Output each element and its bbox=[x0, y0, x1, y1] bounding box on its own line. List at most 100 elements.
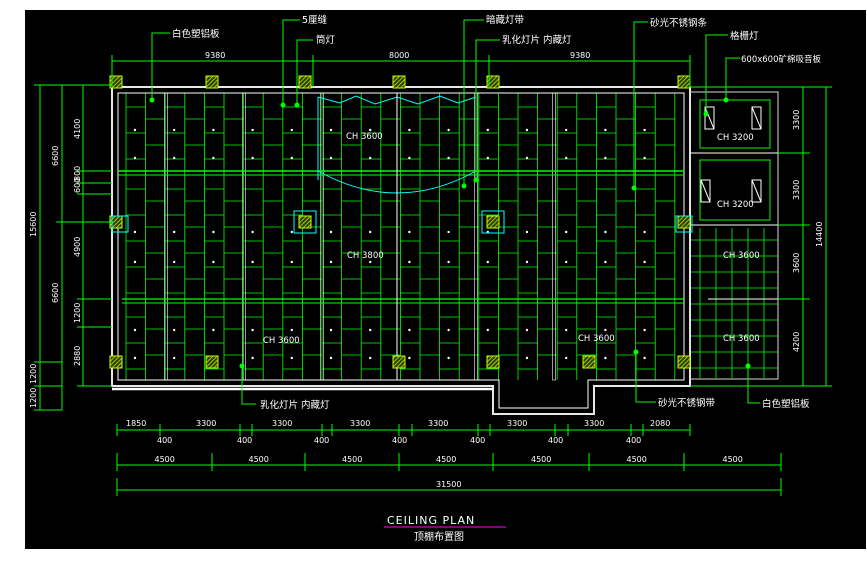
ceiling-height-labels: CH 3600 CH 3800 CH 3600 CH 3600 CH 3200 … bbox=[263, 132, 760, 346]
downlight bbox=[329, 356, 333, 360]
downlight bbox=[212, 156, 215, 160]
downlight bbox=[447, 156, 450, 160]
dim-left-outer: 15600 bbox=[29, 212, 38, 237]
dim-left-mid: 6600 bbox=[51, 283, 60, 303]
callout-labels: 白色塑铝板 5厘缝 筒灯 暗藏灯带 乳化灯片 内藏灯 砂光不锈钢条 格栅灯 60… bbox=[172, 14, 821, 411]
dim-bottom-module: 4500 bbox=[436, 455, 456, 464]
downlight bbox=[486, 260, 489, 264]
dim-bottom-module: 4500 bbox=[531, 455, 551, 464]
downlight bbox=[290, 328, 293, 332]
dim-bottom-module: 4500 bbox=[723, 455, 743, 464]
column bbox=[486, 215, 500, 229]
downlight bbox=[604, 328, 607, 332]
dim-left-inner: 600 bbox=[73, 178, 82, 193]
dim-left-inner: 1200 bbox=[73, 303, 82, 323]
ch-label: CH 3200 bbox=[717, 133, 754, 143]
downlight bbox=[369, 230, 372, 234]
column bbox=[392, 355, 406, 369]
downlight bbox=[133, 156, 137, 160]
dimension-text: 9380 8000 9380 15600 1200 1200 6600 6600… bbox=[29, 51, 824, 408]
label-grille-light: 格栅灯 bbox=[730, 30, 759, 42]
column bbox=[582, 355, 596, 369]
dim-bottom-small: 400 bbox=[157, 436, 172, 445]
dim-bottom-small: 400 bbox=[548, 436, 563, 445]
downlight bbox=[486, 156, 489, 160]
column bbox=[109, 355, 123, 369]
light-troughs bbox=[118, 93, 684, 380]
ch-label: CH 3600 bbox=[723, 334, 760, 344]
dim-left-inner: 2880 bbox=[73, 346, 82, 366]
dim-right-inner: 4200 bbox=[792, 332, 801, 352]
downlight bbox=[369, 128, 372, 132]
downlight bbox=[329, 230, 333, 234]
downlight bbox=[290, 156, 293, 160]
label-stainless-strip: 砂光不锈钢条 bbox=[650, 17, 708, 29]
dim-bottom: 3300 bbox=[507, 419, 527, 428]
label-5mm-gap: 5厘缝 bbox=[302, 14, 328, 26]
downlight bbox=[604, 356, 607, 360]
dim-bottom: 3300 bbox=[196, 419, 216, 428]
downlight bbox=[643, 156, 646, 160]
dim-bottom-small: 400 bbox=[237, 436, 252, 445]
column bbox=[205, 75, 219, 89]
downlight bbox=[133, 230, 137, 234]
downlight bbox=[173, 230, 176, 234]
downlight bbox=[604, 230, 607, 234]
title-english: CEILING PLAN bbox=[387, 514, 475, 527]
downlight bbox=[251, 260, 254, 264]
downlight bbox=[643, 230, 646, 234]
dim-bottom: 3300 bbox=[428, 419, 448, 428]
column bbox=[486, 355, 500, 369]
structural-columns bbox=[109, 75, 693, 369]
downlight bbox=[486, 328, 489, 332]
dim-bottom-total: 31500 bbox=[436, 480, 461, 489]
downlight bbox=[525, 328, 529, 332]
downlight bbox=[408, 356, 411, 360]
downlight bbox=[173, 356, 176, 360]
label-downlight: 筒灯 bbox=[316, 34, 336, 46]
grille-lights bbox=[700, 106, 762, 203]
downlight bbox=[251, 156, 254, 160]
dim-bottom: 2080 bbox=[650, 419, 670, 428]
downlight bbox=[251, 128, 254, 132]
downlight bbox=[251, 230, 254, 234]
downlight bbox=[447, 356, 450, 360]
downlight bbox=[251, 356, 254, 360]
dim-left-inner: 800 bbox=[73, 166, 82, 181]
downlight bbox=[369, 260, 372, 264]
downlight bbox=[525, 230, 529, 234]
downlight bbox=[408, 128, 411, 132]
dim-left-outer: 1200 bbox=[29, 388, 38, 408]
dim-bottom-module: 4500 bbox=[155, 455, 175, 464]
downlight bbox=[604, 128, 607, 132]
ch-label: CH 3600 bbox=[578, 334, 615, 344]
dim-left-outer: 1200 bbox=[29, 364, 38, 384]
downlight bbox=[369, 156, 372, 160]
downlight bbox=[565, 128, 568, 132]
column bbox=[298, 215, 312, 229]
downlight bbox=[604, 260, 607, 264]
downlight bbox=[173, 156, 176, 160]
ch-label: CH 3600 bbox=[263, 336, 300, 346]
downlight bbox=[173, 260, 176, 264]
dim-bottom-small: 400 bbox=[626, 436, 641, 445]
label-emulsified-light-bottom: 乳化灯片 内藏灯 bbox=[260, 399, 330, 411]
ch-label: CH 3600 bbox=[346, 132, 383, 142]
downlight bbox=[173, 128, 176, 132]
column-casing bbox=[111, 215, 129, 233]
dim-bottom: 3300 bbox=[584, 419, 604, 428]
downlight bbox=[525, 156, 529, 160]
downlight bbox=[290, 356, 293, 360]
column-casing bbox=[675, 215, 693, 233]
downlight bbox=[447, 328, 450, 332]
downlight bbox=[133, 128, 137, 132]
downlight bbox=[565, 328, 568, 332]
downlight bbox=[565, 230, 568, 234]
dimension-lines bbox=[34, 55, 832, 411]
downlight bbox=[643, 260, 646, 264]
downlight bbox=[643, 328, 646, 332]
dim-right-outer: 14400 bbox=[815, 222, 824, 247]
column bbox=[392, 75, 406, 89]
label-mineral-board: 600x600矿棉吸音板 bbox=[741, 54, 821, 65]
